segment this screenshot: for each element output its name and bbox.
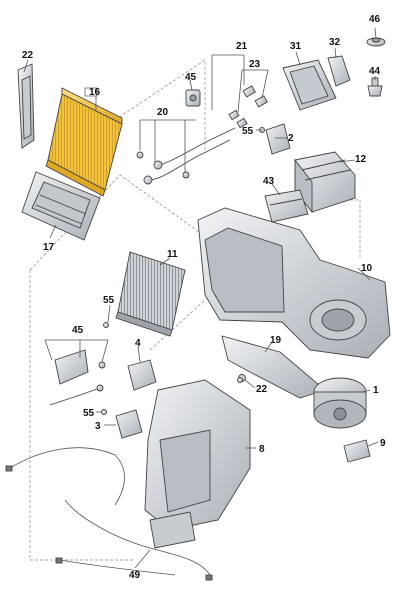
callout-44[interactable]: 22 <box>22 50 34 61</box>
flap-part-43[interactable] <box>264 189 309 223</box>
cabin-filter-part-12[interactable] <box>115 251 186 337</box>
callout-2[interactable]: 2 <box>288 133 294 144</box>
callout-32[interactable]: 32 <box>329 37 341 48</box>
callout-21[interactable]: 21 <box>236 41 248 52</box>
actuator-part-2[interactable] <box>265 123 291 155</box>
callout-17[interactable]: 17 <box>43 242 55 253</box>
callout-22[interactable]: 22 <box>256 384 268 395</box>
servo-part-3[interactable] <box>115 409 143 439</box>
callout-55-top[interactable]: 55 <box>242 126 254 137</box>
cap-part-48[interactable] <box>366 37 386 47</box>
callout-45[interactable]: 45 <box>72 325 84 336</box>
callout-31[interactable]: 31 <box>290 41 302 52</box>
lower-housing-part-8[interactable] <box>144 379 251 549</box>
cover-plate-part-31[interactable] <box>282 59 337 111</box>
callout-20[interactable]: 20 <box>157 107 169 118</box>
callout-9[interactable]: 10 <box>361 263 373 274</box>
callout-1[interactable]: 1 <box>373 385 379 396</box>
callout-12[interactable]: 11 <box>167 249 178 260</box>
cover-part-17[interactable] <box>21 171 101 241</box>
screw-set-part-55[interactable] <box>101 127 265 415</box>
callout-3[interactable]: 3 <box>95 421 101 432</box>
callout-55-mid[interactable]: 55 <box>103 295 115 306</box>
callout-10[interactable]: 12 <box>355 154 367 165</box>
nozzle-part-46[interactable] <box>367 77 383 97</box>
pipe-set-part-20[interactable] <box>136 127 236 185</box>
gasket-part-32[interactable] <box>327 55 351 87</box>
main-housing-part-9[interactable] <box>197 207 391 359</box>
callout-4[interactable]: 4 <box>135 338 141 349</box>
blower-motor-part-1[interactable] <box>313 377 367 429</box>
linkage-set-part-45[interactable] <box>49 349 106 406</box>
callout-46[interactable]: 44 <box>369 66 381 77</box>
callout-19[interactable]: 19 <box>270 335 282 346</box>
flap-housing-part-10[interactable] <box>294 151 356 214</box>
callout-23[interactable]: 23 <box>249 59 261 70</box>
highlight-marker <box>84 87 98 97</box>
assembly-guide-lines <box>29 59 361 561</box>
callout-47[interactable]: 45 <box>185 72 197 83</box>
callout-49[interactable]: 49 <box>129 570 141 581</box>
callout-8[interactable]: 8 <box>259 444 265 455</box>
callout-55-low[interactable]: 55 <box>83 408 95 419</box>
callout-11[interactable]: 9 <box>380 438 386 449</box>
wiring-harness-part-49[interactable] <box>5 447 213 581</box>
servo-part-4[interactable] <box>127 359 157 391</box>
resistor-part-11[interactable] <box>343 439 371 463</box>
air-duct-part-19[interactable] <box>221 335 326 399</box>
valve-part-47[interactable] <box>185 89 201 107</box>
callout-labels: 22 16 17 20 21 23 45 31 32 46 44 2 55 12… <box>22 14 386 581</box>
leader-lines <box>23 27 379 569</box>
heater-core-part-16[interactable] <box>45 87 123 197</box>
callout-48[interactable]: 46 <box>369 14 381 25</box>
callout-16[interactable]: 16 <box>89 87 101 98</box>
seal-set-part-21[interactable] <box>228 85 268 129</box>
bracket-part-44[interactable] <box>17 63 35 149</box>
callout-43[interactable]: 43 <box>263 176 275 187</box>
